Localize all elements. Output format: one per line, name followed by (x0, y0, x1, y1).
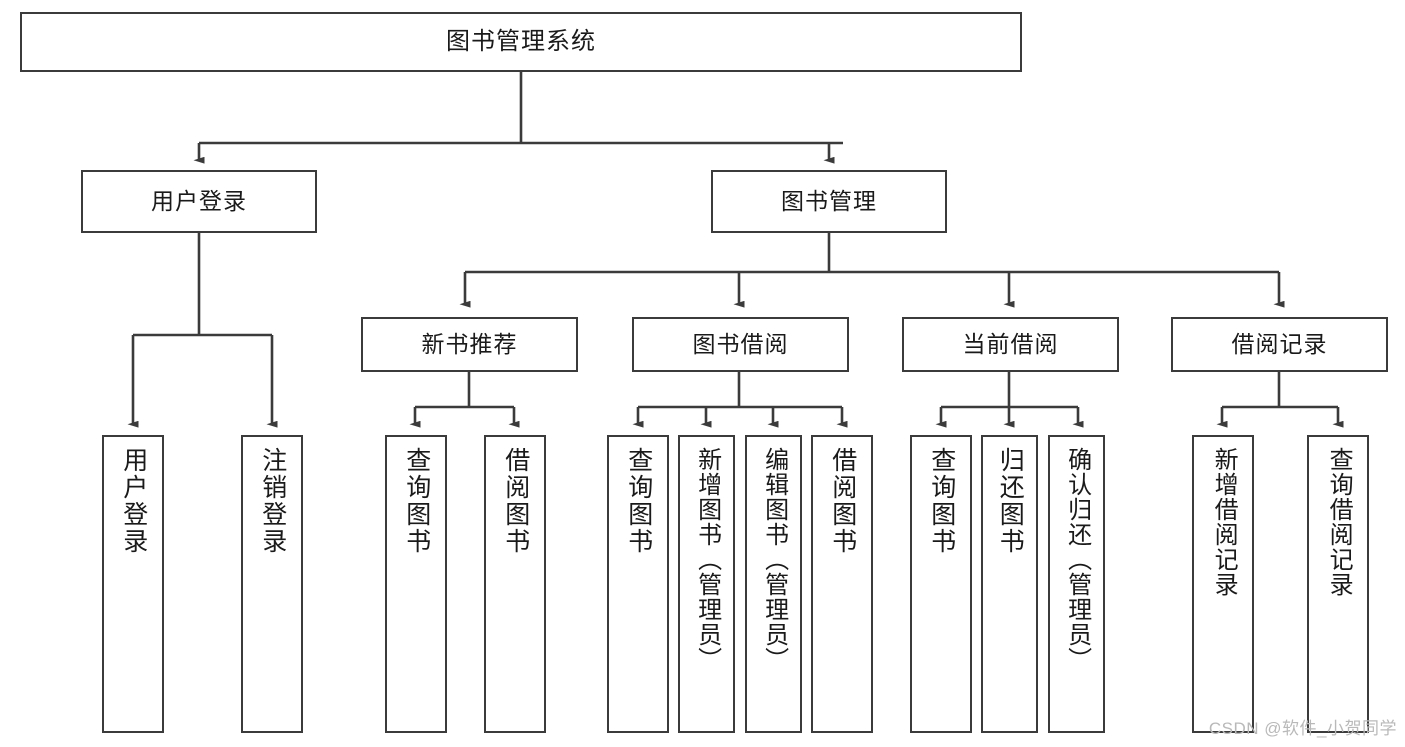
node-borrow-record[interactable]: 借阅记录 (1171, 317, 1388, 372)
node-label: 当前借阅 (962, 330, 1059, 357)
node-book-manage[interactable]: 图书管理 (711, 170, 947, 233)
node-leaf-borrow-book-1[interactable]: 借阅图书 (484, 435, 546, 733)
node-label: 查询图书 (402, 447, 431, 555)
node-label: 新增图书（管理员） (693, 447, 721, 672)
node-leaf-user-login[interactable]: 用户登录 (102, 435, 164, 733)
node-user-login[interactable]: 用户登录 (81, 170, 317, 233)
node-leaf-return-book[interactable]: 归还图书 (981, 435, 1038, 733)
node-leaf-logout-login[interactable]: 注销登录 (241, 435, 303, 733)
node-label: 图书管理 (781, 187, 877, 214)
node-label: 图书管理系统 (446, 27, 596, 55)
node-leaf-query-record[interactable]: 查询借阅记录 (1307, 435, 1369, 733)
node-label: 查询借阅记录 (1325, 447, 1353, 597)
node-label: 确认归还（管理员） (1063, 447, 1091, 672)
node-leaf-confirm-return[interactable]: 确认归还（管理员） (1048, 435, 1105, 733)
node-label: 归还图书 (996, 447, 1025, 555)
node-leaf-query-book-3[interactable]: 查询图书 (910, 435, 972, 733)
node-label: 查询图书 (927, 447, 956, 555)
csdn-watermark: CSDN @软件_小贺同学 (1208, 719, 1397, 738)
node-label: 用户登录 (151, 187, 247, 214)
node-new-book-recommend[interactable]: 新书推荐 (361, 317, 578, 372)
node-label: 用户登录 (119, 447, 148, 555)
node-label: 查询图书 (624, 447, 653, 555)
node-leaf-borrow-book-2[interactable]: 借阅图书 (811, 435, 873, 733)
node-current-borrow[interactable]: 当前借阅 (902, 317, 1119, 372)
node-label: 图书借阅 (692, 330, 789, 357)
node-leaf-query-book-1[interactable]: 查询图书 (385, 435, 447, 733)
node-book-borrow[interactable]: 图书借阅 (632, 317, 849, 372)
node-leaf-edit-book[interactable]: 编辑图书（管理员） (745, 435, 802, 733)
node-label: 借阅图书 (501, 447, 530, 555)
node-label: 编辑图书（管理员） (760, 447, 788, 672)
node-label: 借阅记录 (1231, 330, 1328, 357)
node-book-management-system[interactable]: 图书管理系统 (20, 12, 1022, 72)
node-label: 新增借阅记录 (1210, 447, 1238, 597)
node-label: 新书推荐 (421, 330, 518, 357)
node-label: 借阅图书 (828, 447, 857, 555)
node-leaf-add-record[interactable]: 新增借阅记录 (1192, 435, 1254, 733)
node-label: 注销登录 (258, 447, 287, 555)
node-leaf-add-book[interactable]: 新增图书（管理员） (678, 435, 735, 733)
node-leaf-query-book-2[interactable]: 查询图书 (607, 435, 669, 733)
